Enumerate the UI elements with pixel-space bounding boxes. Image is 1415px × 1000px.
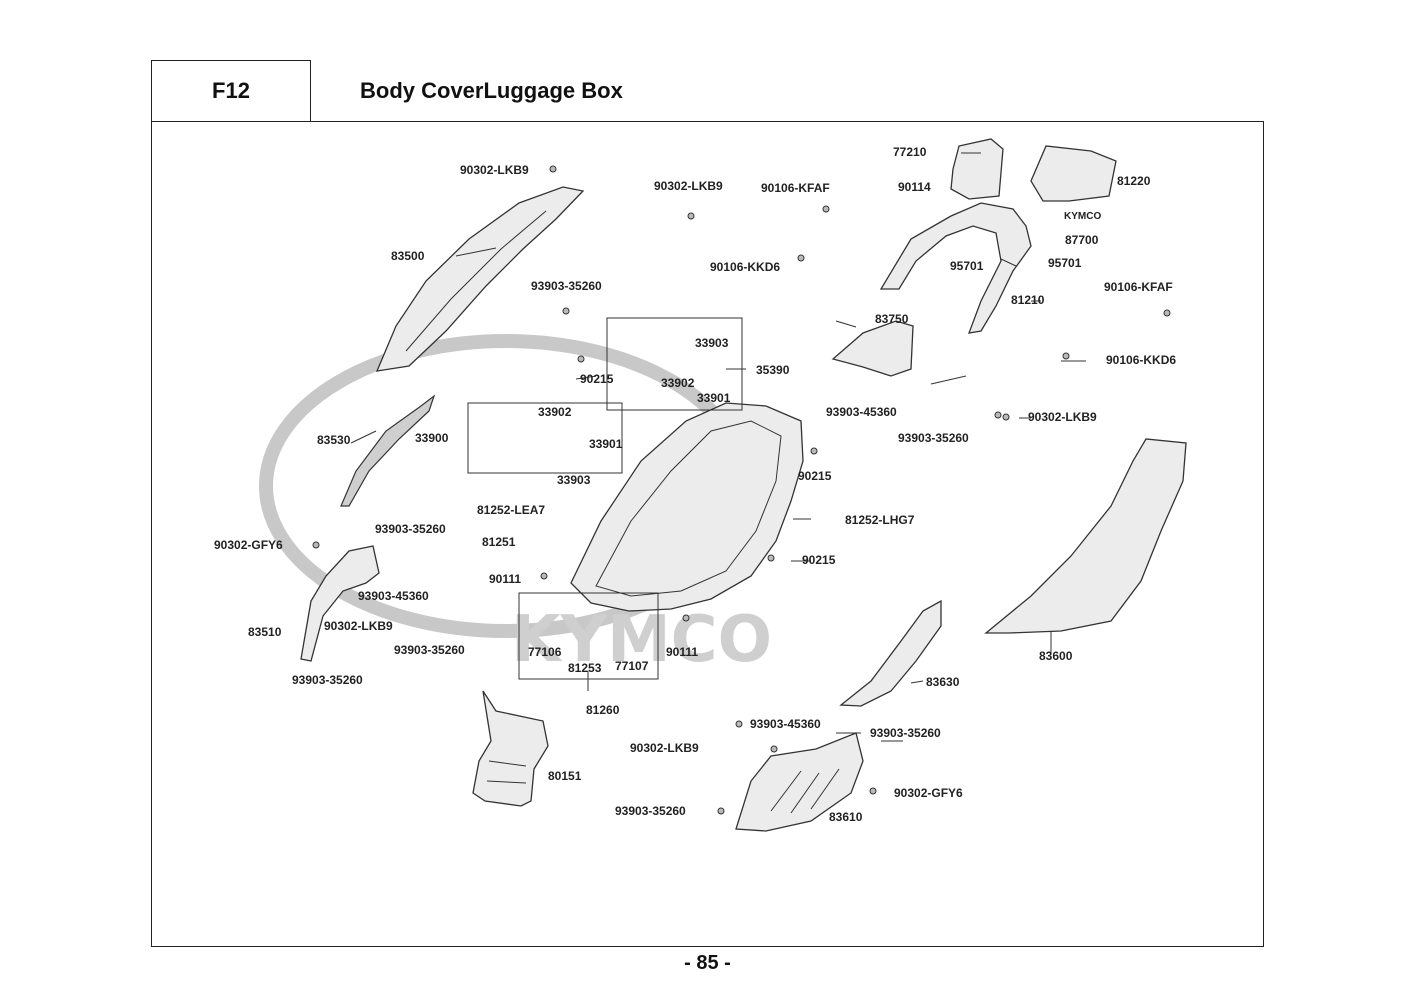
exploded-parts-diagram: KYMCO [214, 138, 1187, 832]
label-93903-35260: 93903-35260 [394, 643, 465, 657]
label-81251: 81251 [482, 535, 516, 549]
label-33901: 33901 [697, 391, 731, 405]
part-luggage-box [570, 402, 804, 612]
group-box-35390 [606, 317, 743, 411]
fasteners [312, 165, 1171, 815]
label-81220: 81220 [1117, 174, 1151, 188]
label-93903-45360: 93903-45360 [358, 589, 429, 603]
label-90302-lkb9: 90302-LKB9 [630, 741, 699, 755]
label-90106-kkd6: 90106-KKD6 [710, 260, 780, 274]
label-93903-35260: 93903-35260 [870, 726, 941, 740]
part-77210-pad [950, 138, 1004, 200]
watermark-text: KYMCO [511, 603, 772, 677]
label-90106-kfaf: 90106-KFAF [1104, 280, 1173, 294]
part-83510-side-trim [300, 545, 380, 662]
label-87700: 87700 [1065, 233, 1099, 247]
label-33903: 33903 [557, 473, 591, 487]
diagram-title: Body CoverLuggage Box [360, 78, 623, 103]
label-80151: 80151 [548, 769, 582, 783]
label-90302-gfy6: 90302-GFY6 [894, 786, 963, 800]
label-77210: 77210 [893, 145, 927, 159]
label-33901: 33901 [589, 437, 623, 451]
label-93903-45360: 93903-45360 [826, 405, 897, 419]
label-93903-35260: 93903-35260 [615, 804, 686, 818]
part-83530-trim-strip [340, 394, 436, 507]
label-77106: 77106 [528, 645, 562, 659]
part-80151-center-cover [472, 690, 549, 807]
label-90114: 90114 [898, 180, 931, 194]
leader-lines [350, 152, 1086, 742]
label-93903-35260: 93903-35260 [292, 673, 363, 687]
label-83600: 83600 [1039, 649, 1073, 663]
part-81220-cover [1030, 145, 1117, 202]
label-83510: 83510 [248, 625, 282, 639]
part-83600-side-cover [984, 438, 1187, 634]
label-33902: 33902 [538, 405, 572, 419]
part-83610-floor-cover [735, 732, 864, 832]
label-81252-lhg7: 81252-LHG7 [845, 513, 915, 527]
label-77107: 77107 [615, 659, 649, 673]
label-33902: 33902 [661, 376, 695, 390]
label-81260: 81260 [586, 703, 620, 717]
label-90106-kkd6: 90106-KKD6 [1106, 353, 1176, 367]
label-81252-lea7: 81252-LEA7 [477, 503, 545, 517]
label-33903: 33903 [695, 336, 729, 350]
label-90302-lkb9: 90302-LKB9 [460, 163, 529, 177]
label-90215: 90215 [798, 469, 832, 483]
label-93903-35260: 93903-35260 [531, 279, 602, 293]
label-kymco-badge: KYMCO [1064, 211, 1101, 222]
label-90302-lkb9: 90302-LKB9 [1028, 410, 1097, 424]
part-code: F12 [212, 78, 250, 103]
label-83630: 83630 [926, 675, 960, 689]
label-33900: 33900 [415, 431, 449, 445]
label-90302-lkb9: 90302-LKB9 [324, 619, 393, 633]
label-90215: 90215 [580, 372, 614, 386]
page-number: - 85 - [684, 952, 731, 974]
label-90111: 90111 [489, 572, 521, 586]
label-81253: 81253 [568, 661, 602, 675]
part-83500-front-cover [375, 186, 585, 372]
part-81210-grab-rail [879, 202, 1032, 334]
label-93903-35260: 93903-35260 [375, 522, 446, 536]
label-93903-45360: 93903-45360 [750, 717, 821, 731]
diagram-frame [151, 121, 1264, 947]
label-90111: 90111 [666, 645, 698, 659]
part-labels: 90302-LKB9 90302-LKB9 90106-KFAF 90106-K… [214, 145, 1176, 824]
label-90215: 90215 [802, 553, 836, 567]
label-90106-kfaf: 90106-KFAF [761, 181, 830, 195]
label-81210: 81210 [1011, 293, 1045, 307]
label-95701: 95701 [950, 259, 984, 273]
label-83610: 83610 [829, 810, 863, 824]
label-90302-gfy6: 90302-GFY6 [214, 538, 283, 552]
label-83530: 83530 [317, 433, 351, 447]
header-divider [310, 60, 311, 122]
group-box-33900 [467, 402, 623, 474]
part-83630-lower-trim [839, 599, 942, 707]
label-93903-35260: 93903-35260 [898, 431, 969, 445]
label-95701: 95701 [1048, 256, 1082, 270]
label-83500: 83500 [391, 249, 425, 263]
label-90302-lkb9: 90302-LKB9 [654, 179, 723, 193]
part-83750-bracket [831, 320, 914, 377]
label-35390: 35390 [756, 363, 790, 377]
label-83750: 83750 [875, 312, 909, 326]
